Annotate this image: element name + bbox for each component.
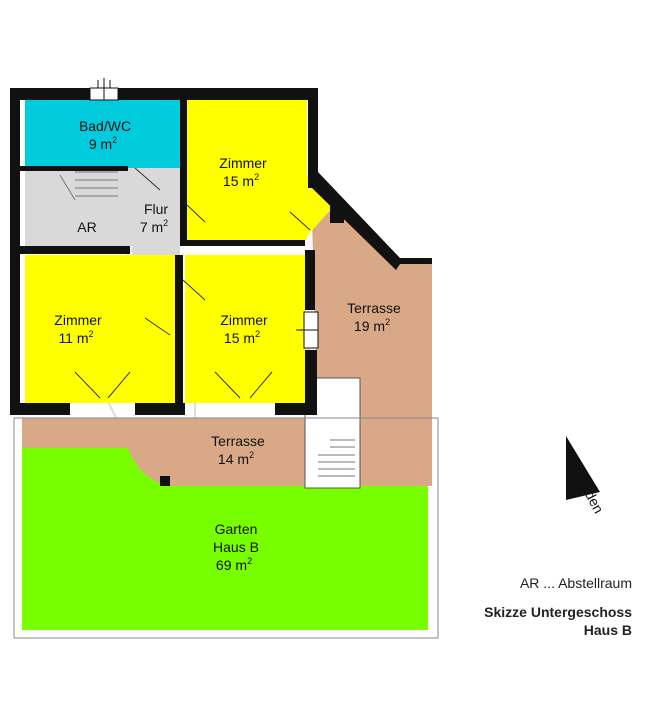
- terrace-east-name: Terrasse: [347, 300, 401, 316]
- stair-east: [304, 377, 361, 489]
- terrace-south-name: Terrasse: [211, 433, 265, 449]
- legend: AR ... Abstellraum Skizze Untergeschoss …: [484, 575, 632, 639]
- corridor-name: Flur: [144, 201, 168, 217]
- bath-name: Bad/WC: [79, 118, 131, 134]
- garden-area-label: 69 m2: [216, 556, 252, 573]
- terrace-south: [22, 418, 312, 486]
- bath-room: [25, 100, 180, 168]
- terrace-east-area: 19 m2: [354, 317, 390, 334]
- storage-name: AR: [77, 219, 96, 235]
- legend-title-line2: Haus B: [583, 622, 632, 638]
- room-ne-area: 15 m2: [223, 172, 259, 189]
- terrace-south-area: 14 m2: [218, 450, 254, 467]
- garden-border: [13, 417, 439, 639]
- room-se-area: 15 m2: [224, 329, 260, 346]
- stair-steps: [318, 439, 355, 477]
- room-se: [185, 255, 305, 403]
- legend-abbreviation: AR ... Abstellraum: [519, 575, 632, 591]
- room-ne-name: Zimmer: [219, 155, 267, 171]
- walls: [10, 88, 432, 486]
- garden-name-2: Haus B: [213, 539, 259, 555]
- legend-title-line1: Skizze Untergeschoss: [484, 604, 632, 620]
- room-se-name: Zimmer: [220, 312, 268, 328]
- garden-name: Garten: [215, 521, 258, 537]
- room-sw-area: 11 m2: [58, 329, 93, 346]
- stair-interior: [59, 171, 118, 201]
- room-ne-bevel: [300, 100, 335, 236]
- corridor-area: 7 m2: [140, 218, 168, 235]
- door-swings: [74, 167, 311, 399]
- room-ne: [187, 100, 307, 240]
- room-sw: [25, 255, 175, 403]
- terrace-east: [312, 195, 432, 486]
- north-arrow-icon: Norden: [566, 436, 607, 516]
- storage-room: [25, 168, 125, 246]
- bath-area: 9 m2: [89, 135, 117, 152]
- room-sw-name: Zimmer: [54, 312, 102, 328]
- window-top: [89, 78, 119, 101]
